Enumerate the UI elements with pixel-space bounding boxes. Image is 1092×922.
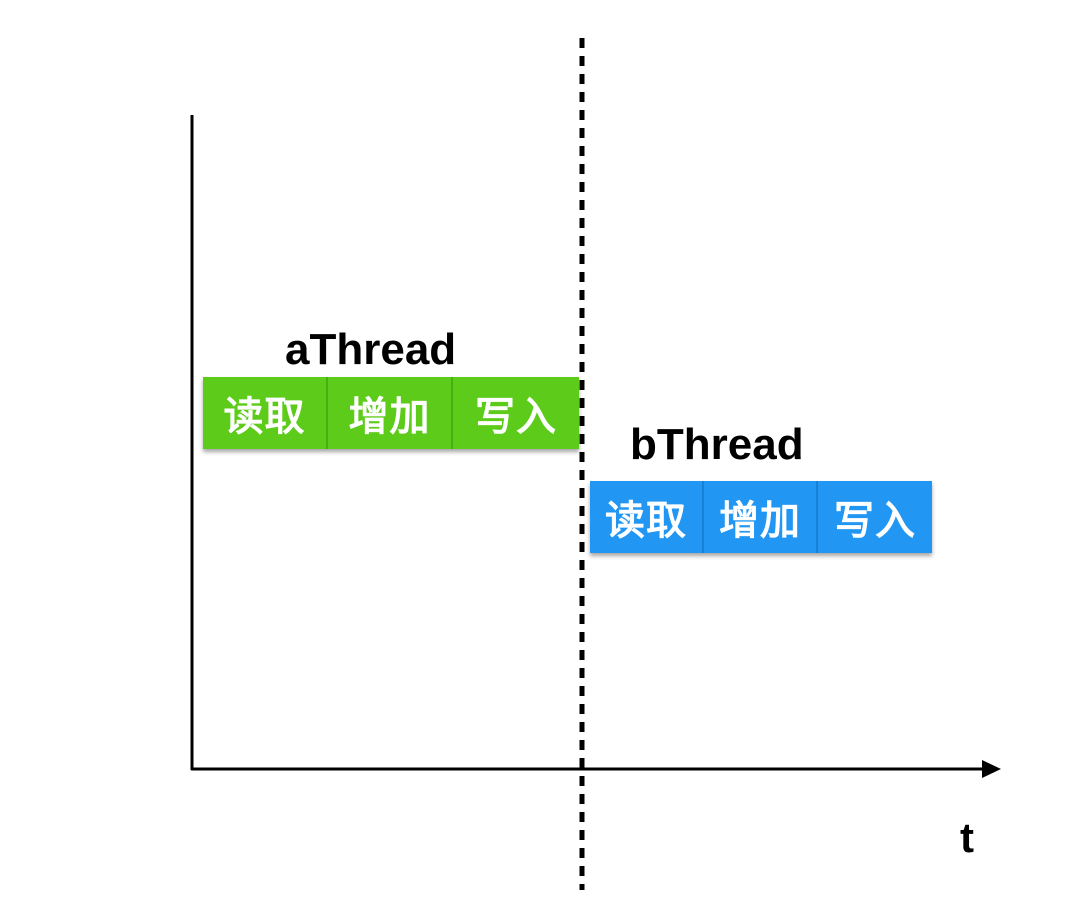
athread-step-read: 读取 [203, 377, 328, 449]
bthread-step-write: 写入 [818, 481, 932, 553]
athread-step-write: 写入 [453, 377, 579, 449]
athread-steps: 读取 增加 写入 [203, 377, 579, 449]
bthread-steps: 读取 增加 写入 [590, 481, 932, 553]
bthread-label: bThread [630, 420, 804, 469]
athread-label: aThread [285, 325, 457, 374]
bthread-step-increment: 增加 [704, 481, 818, 553]
time-axis-label: t [960, 814, 974, 861]
x-axis-arrowhead-icon [982, 760, 1001, 778]
athread-step-increment: 增加 [328, 377, 453, 449]
bthread-step-read: 读取 [590, 481, 704, 553]
